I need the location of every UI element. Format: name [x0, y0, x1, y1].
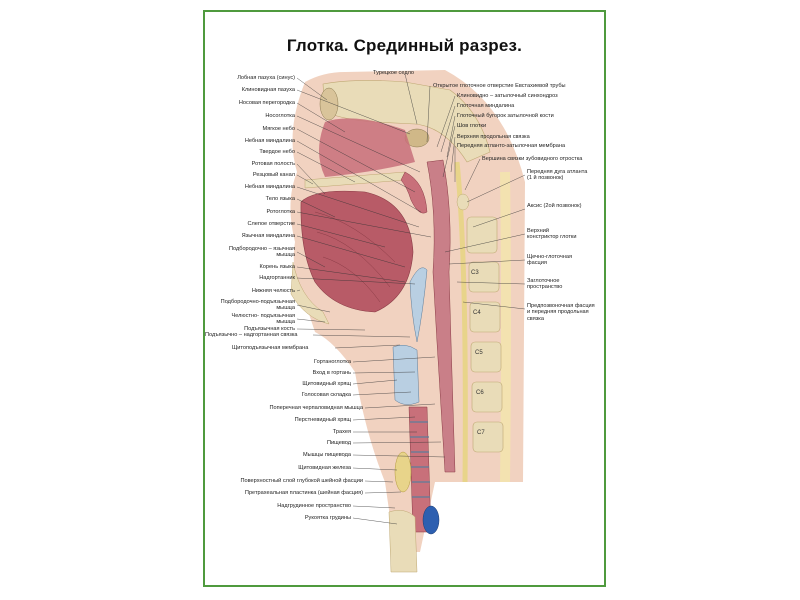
vessel	[422, 505, 440, 535]
label-soft-palate: Мягкое небо	[262, 126, 295, 132]
label-incisive-canal: Резцовый канал	[252, 172, 295, 178]
label-esophageal-muscles: Мышцы пищевода	[302, 452, 351, 458]
label-superior-constrictor: Верхний констриктор глотки	[527, 228, 577, 241]
label-thyroid-cartilage: Щитовидный хрящ	[302, 381, 351, 387]
sternum	[388, 510, 418, 573]
label-thyroid-gland: Щитовидная железа	[298, 465, 351, 471]
tracheal-rings	[410, 421, 430, 498]
label-axis: Аксис (2ой позвонок)	[527, 203, 582, 209]
label-hyoepiglottic-ligament: Подъязычно – надгортанная связка	[205, 332, 298, 338]
label-spheno-occipital-synchondrosis: Клиновидно – затылочный синхондроз	[457, 93, 558, 99]
label-esophagus: Пищевод	[327, 440, 351, 446]
label-cricoid-cartilage: Перстневидный хрящ	[294, 417, 351, 423]
label-laryngeal-inlet: Вход в гортань	[312, 370, 351, 376]
label-oropharynx: Ротоглотка	[266, 209, 295, 215]
label-nasopharynx: Носоглотка	[265, 113, 295, 119]
label-anterior-atlanto-occipital-membrane: Передняя атланто-затылочная мембрана	[457, 143, 566, 149]
pharynx	[426, 159, 456, 473]
label-sella-turcica: Турецкое седло	[373, 70, 415, 76]
tongue-muscle-fibers	[314, 211, 396, 303]
label-vocal-fold: Голосовая складка	[301, 392, 351, 398]
anatomy-illustration	[290, 70, 526, 573]
label-anterior-arch-atlas: Передняя дуга атланта (1 й позвонок)	[527, 169, 588, 182]
label-nasal-septum: Носовая перегородка	[238, 100, 295, 106]
leader-lines-right	[404, 73, 526, 310]
label-palatine-tonsil-upper: Небная миндалина	[244, 138, 295, 144]
label-tongue-body: Тело языка	[265, 196, 295, 202]
vertebra-label-c7: C7	[477, 430, 485, 436]
epiglottis	[409, 267, 428, 343]
label-foramen-cecum: Слепое отверстие	[247, 221, 296, 227]
label-buccopharyngeal-fascia: Щечно-глоточная фасция	[527, 254, 573, 267]
leader-lines-left	[296, 77, 446, 525]
vertebral-bodies	[466, 216, 504, 453]
label-mandible: Нижняя челюсть	[251, 288, 295, 294]
label-hard-palate: Твердое небо	[259, 149, 295, 155]
label-sphenoid-sinus: Клиновидная пазуха	[241, 87, 295, 93]
vertebra-label-c4: C4	[473, 310, 481, 316]
label-pharyngeal-raphe: Шов глотки	[457, 123, 487, 129]
thyroid-gland	[394, 451, 412, 493]
label-pharyngeal-tubercle: Глоточный бугорок затылочной кости	[457, 113, 554, 119]
label-apical-dens-ligament: Вершина связки зубовидного отростка	[482, 156, 583, 162]
label-genioglossus: Подбородочно – язычная мышца	[228, 246, 295, 259]
label-eustachian-tube-opening: Открытое глоточное отверстие Евстахиевой…	[433, 83, 566, 89]
mandible	[290, 261, 330, 325]
label-superficial-cervical-fascia: Поверхностный слой глубокой шейной фасци…	[240, 478, 363, 484]
label-thyrohyoid-membrane: Щитоподъязычная мембрана	[232, 345, 309, 351]
label-oral-cavity: Ротовая полость	[251, 161, 295, 167]
label-suprasternal-space: Надгрудинное пространство	[277, 503, 351, 509]
label-trachea: Трахея	[332, 429, 351, 435]
label-prevertebral-fascia: Предпозвоночная фасция и передняя продол…	[527, 303, 595, 322]
label-manubrium: Рукоятка грудины	[304, 515, 351, 521]
label-epiglottis: Надгортанник	[259, 275, 295, 281]
label-tongue-root: Корень языка	[259, 264, 295, 270]
spinal-cord	[500, 171, 511, 483]
poster-frame: Глотка. Срединный разрез.	[203, 10, 606, 587]
prevertebral-fascia	[454, 161, 468, 483]
label-palatine-tonsil: Небная миндалина	[244, 184, 295, 190]
label-pharyngeal-tonsil: Глоточная миндалина	[457, 103, 515, 109]
label-retropharyngeal-space: Заглоточное пространство	[527, 278, 563, 291]
label-hyoid-bone: Подъязычная кость	[244, 326, 295, 332]
vertebra-label-c6: C6	[476, 390, 484, 396]
label-mylohyoid: Челюстно- подъязычная мышца	[231, 313, 295, 326]
soft-palate	[400, 171, 428, 214]
thyroid-cartilage	[392, 344, 420, 405]
label-superior-longitudinal-ligament: Верхняя продольная связка	[457, 134, 530, 140]
label-frontal-sinus: Лобная пазуха (синус)	[237, 75, 295, 81]
label-laryngopharynx: Гортаноглотка	[313, 359, 351, 365]
atlas-arch	[456, 193, 470, 211]
label-pretracheal-lamina: Претрахеальная пластинка (шейная фасция)	[244, 490, 363, 496]
label-transverse-arytenoid: Поперечная черпаловидная мышца	[269, 405, 363, 411]
label-lingual-tonsil: Язычная миндалина	[241, 233, 295, 239]
tongue	[300, 190, 414, 313]
vertebra-label-c3: C3	[471, 270, 479, 276]
label-geniohyoid: Подбородочно-подъязычная мышца	[220, 299, 295, 312]
frontal-sinus	[319, 87, 339, 121]
poster-title: Глотка. Срединный разрез.	[286, 36, 523, 55]
vertebra-label-c5: C5	[475, 350, 483, 356]
